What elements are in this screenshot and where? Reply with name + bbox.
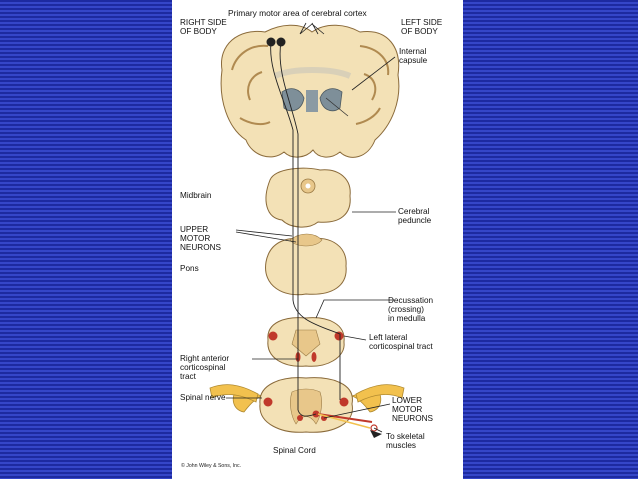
label-right-side: RIGHT SIDE OF BODY — [180, 18, 227, 36]
midbrain-section — [265, 167, 351, 228]
pons-section — [265, 233, 347, 296]
label-to-skeletal-muscles: To skeletal muscles — [386, 432, 425, 450]
copyright-notice: © John Wiley & Sons, Inc. — [181, 463, 242, 469]
label-internal-capsule: Internal capsule — [399, 47, 428, 65]
label-decussation: Decussation (crossing) in medulla — [388, 296, 434, 323]
label-lower-motor-neurons: LOWER MOTOR NEURONS — [392, 396, 433, 423]
label-upper-motor-neurons: UPPER MOTOR NEURONS — [180, 225, 221, 252]
corticospinal-tracts — [270, 41, 341, 417]
cerebrum-section — [220, 24, 400, 158]
spinal-cord-section — [209, 377, 405, 433]
arrowhead-icon — [370, 430, 382, 438]
leader-lines — [226, 22, 396, 433]
label-left-lateral-tract: Left lateral corticospinal tract — [369, 333, 433, 351]
label-spinal-cord: Spinal Cord — [273, 446, 316, 455]
label-pons: Pons — [180, 264, 199, 273]
label-left-side: LEFT SIDE OF BODY — [401, 18, 443, 36]
label-cerebral-peduncle: Cerebral peduncle — [398, 207, 432, 225]
diagram-title: Primary motor area of cerebral cortex — [228, 8, 367, 18]
label-midbrain: Midbrain — [180, 191, 212, 200]
medulla-section — [267, 317, 345, 367]
label-spinal-nerve: Spinal nerve — [180, 393, 226, 402]
label-right-anterior-tract: Right anterior corticospinal tract — [180, 354, 230, 381]
